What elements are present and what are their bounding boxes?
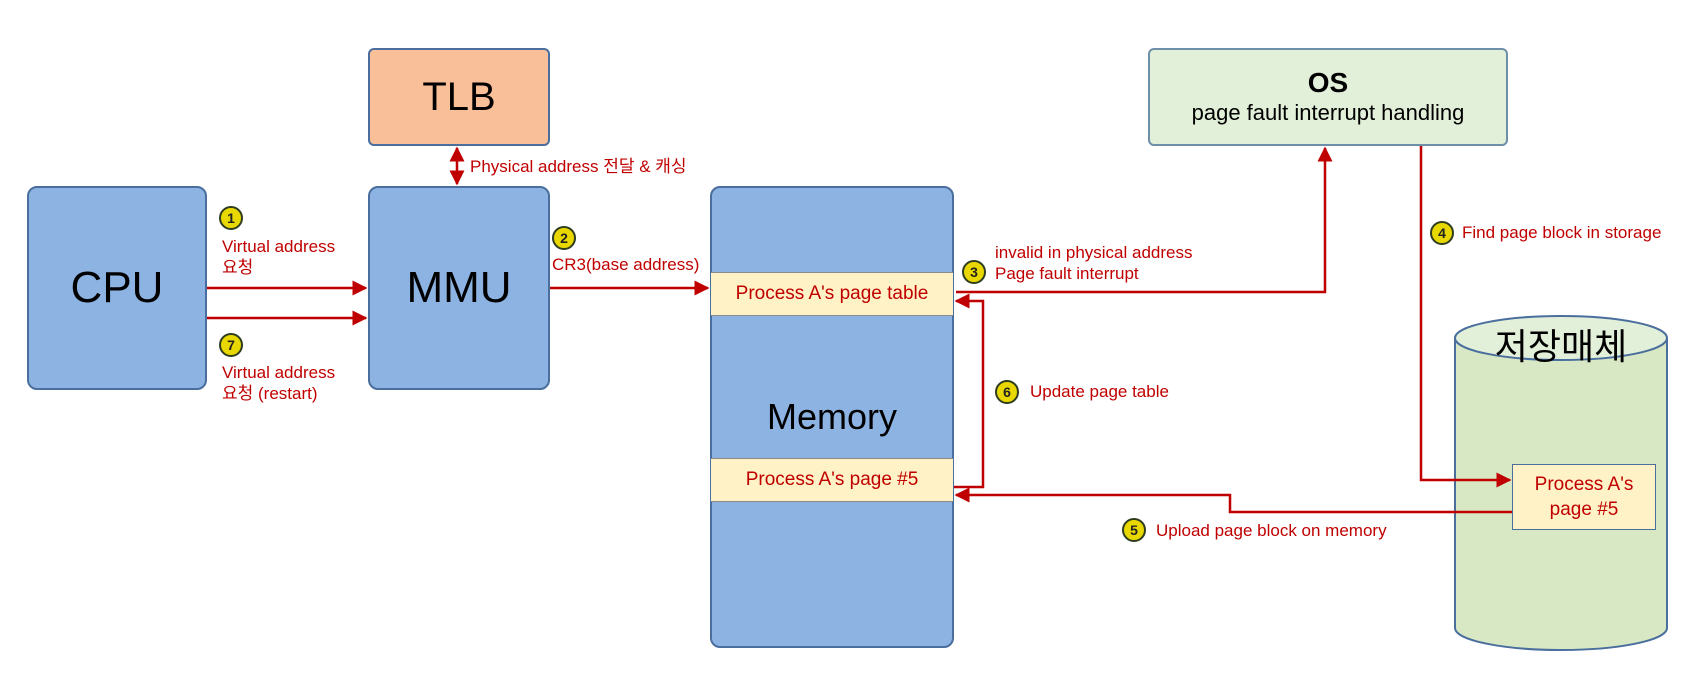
memory-box bbox=[710, 186, 954, 648]
memory-label: Memory bbox=[766, 396, 897, 437]
arrow-step4 bbox=[1419, 146, 1512, 488]
step5-label: Upload page block on memory bbox=[1156, 521, 1387, 540]
step3-label-line2: Page fault interrupt bbox=[995, 264, 1139, 283]
step-badge-1: 1 bbox=[219, 206, 243, 230]
cpu-box: CPU bbox=[27, 186, 207, 390]
step-badge-3: 3 bbox=[962, 260, 986, 284]
page-table-label: Process A's page table bbox=[735, 283, 929, 304]
os-box: OS page fault interrupt handling bbox=[1148, 48, 1508, 146]
step-badge-4: 4 bbox=[1430, 221, 1454, 245]
step-badge-7: 7 bbox=[219, 333, 243, 357]
step4-label: Find page block in storage bbox=[1462, 223, 1662, 242]
step-badge-2: 2 bbox=[552, 226, 576, 250]
tlb-link-label: Physical address 전달 & 캐싱 bbox=[470, 157, 687, 176]
os-subtitle: page fault interrupt handling bbox=[1191, 100, 1465, 125]
storage-page5-block: Process A's page #5 bbox=[1512, 464, 1656, 530]
memory-page5-label: Process A's page #5 bbox=[745, 469, 919, 490]
step1-label-line1: Virtual address bbox=[222, 237, 336, 256]
step-badge-5: 5 bbox=[1122, 518, 1146, 542]
tlb-box: TLB bbox=[368, 48, 550, 146]
tlb-label: TLB bbox=[422, 74, 496, 119]
storage-page5-line1: Process A's bbox=[1534, 474, 1634, 495]
step7-label-line2: 요청 (restart) bbox=[222, 384, 318, 403]
step1-label-line2: 요청 bbox=[222, 258, 254, 277]
arrow-step6 bbox=[954, 293, 985, 489]
page-table-block: Process A's page table bbox=[711, 272, 953, 316]
step-badge-6: 6 bbox=[995, 380, 1019, 404]
step3-label-line1: invalid in physical address bbox=[995, 243, 1193, 262]
storage-page5-line2: page #5 bbox=[1549, 499, 1619, 520]
storage-title: 저장매체 bbox=[1494, 326, 1628, 367]
step7-label-line1: Virtual address bbox=[222, 363, 336, 382]
cpu-label: CPU bbox=[70, 263, 164, 312]
step6-label: Update page table bbox=[1030, 382, 1169, 401]
mmu-label: MMU bbox=[406, 263, 512, 312]
step2-label: CR3(base address) bbox=[552, 255, 700, 274]
memory-page5-block: Process A's page #5 bbox=[711, 458, 953, 502]
os-title: OS bbox=[1307, 67, 1349, 98]
arrow-step3 bbox=[956, 146, 1333, 294]
mmu-box: MMU bbox=[368, 186, 550, 390]
arrow-step5 bbox=[954, 487, 1512, 514]
